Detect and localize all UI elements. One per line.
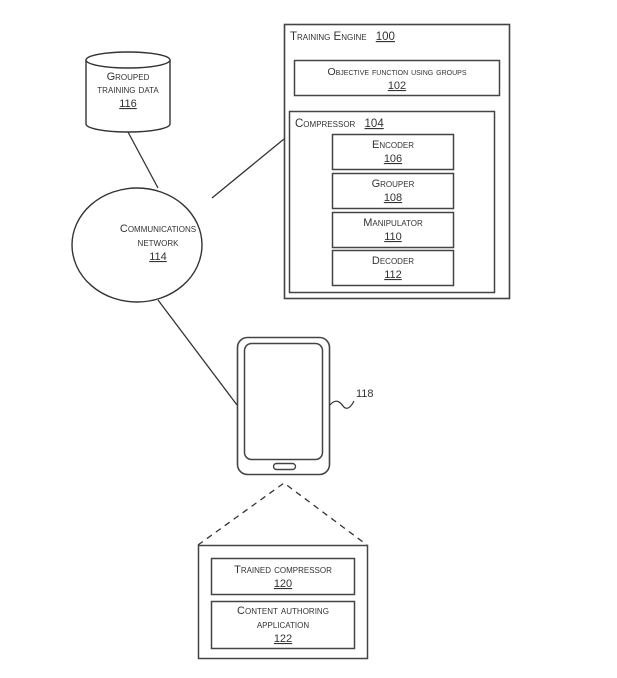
device-contents-box: [197, 544, 369, 660]
grouped-training-data-number: 116: [119, 98, 137, 110]
encoder-label: Encoder: [372, 139, 414, 151]
encoder-number: 106: [384, 153, 402, 165]
reference-leader-squiggle: [329, 400, 355, 409]
connector-data-network: [127, 131, 159, 189]
trained-compressor-label: Trained compressor: [234, 564, 332, 576]
encoder-box: Encoder 106: [331, 133, 455, 171]
client-device: 118: [236, 336, 374, 476]
content-authoring-application-box: Content authoring application 122: [210, 600, 356, 650]
compressor-number: 104: [365, 118, 385, 130]
grouper-label: Grouper: [372, 178, 415, 190]
phone-home-button: [272, 462, 297, 471]
objective-function-number: 102: [388, 80, 406, 92]
svg-text:Compressor 104: Compressor 104: [295, 118, 384, 130]
objective-function-label: Objective function using groups: [327, 66, 466, 78]
expansion-callout-lines: [197, 482, 368, 546]
training-engine-number: 100: [376, 31, 395, 43]
communications-network-line2: network: [138, 237, 180, 249]
connector-network-engine: [211, 138, 285, 199]
client-device-number: 118: [356, 388, 374, 400]
svg-text:Training Engine 100: Training Engine 100: [290, 31, 395, 43]
phone-screen: [243, 342, 324, 461]
content-authoring-number: 122: [274, 633, 292, 645]
grouper-number: 108: [384, 192, 402, 204]
grouped-training-data-line1: Grouped: [107, 71, 150, 83]
grouped-training-data-database: Grouped training data 116: [85, 51, 171, 133]
communications-network: Communications network 114: [71, 187, 203, 303]
content-authoring-line2: application: [257, 619, 310, 631]
communications-network-number: 114: [149, 251, 167, 263]
connector-network-device: [157, 299, 238, 406]
manipulator-label: Manipulator: [363, 217, 423, 229]
decoder-box: Decoder 112: [331, 249, 455, 287]
compressor-label: Compressor: [295, 118, 356, 130]
training-engine-box: Training Engine 100: [283, 23, 511, 300]
grouped-training-data-line2: training data: [97, 84, 159, 96]
compressor-box: Compressor 104: [288, 110, 496, 294]
decoder-number: 112: [384, 269, 402, 281]
objective-function-box: Objective function using groups 102: [293, 59, 501, 97]
database-icon: [85, 60, 171, 133]
network-cloud-icon: [71, 187, 203, 303]
grouper-box: Grouper 108: [331, 172, 455, 210]
manipulator-box: Manipulator 110: [331, 211, 455, 249]
manipulator-number: 110: [384, 231, 402, 243]
training-engine-label: Training Engine: [290, 31, 367, 43]
trained-compressor-box: Trained compressor 120: [210, 557, 356, 596]
trained-compressor-number: 120: [274, 578, 292, 590]
decoder-label: Decoder: [372, 255, 414, 267]
content-authoring-line1: Content authoring: [237, 605, 329, 617]
communications-network-line1: Communications: [120, 223, 196, 235]
